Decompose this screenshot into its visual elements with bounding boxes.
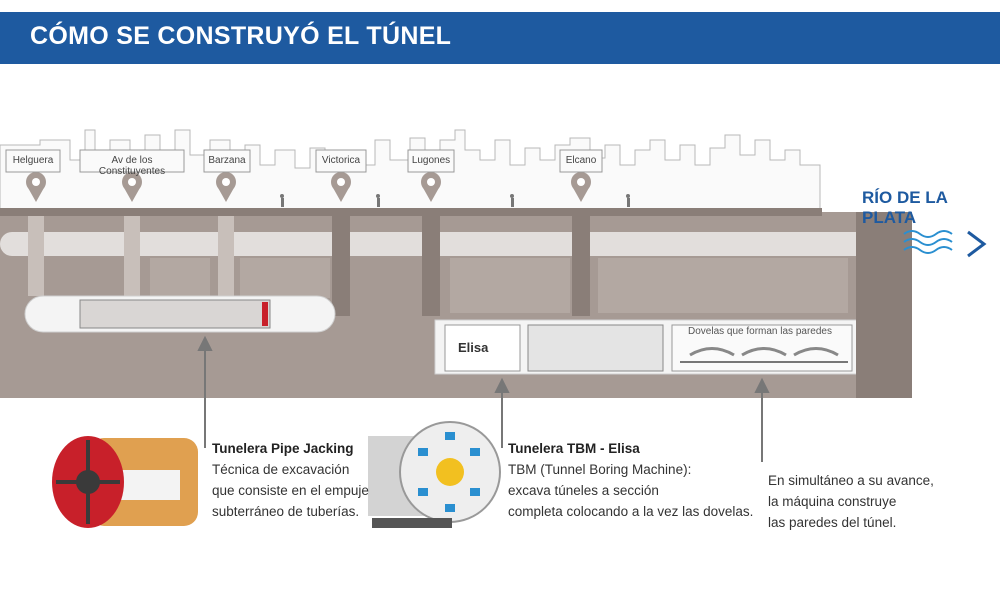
tbm-machine-illustration [368,421,501,528]
water-wave [903,238,953,246]
station-box [315,149,367,173]
station-box [79,149,185,173]
caption-title: Tunelera Pipe Jacking [212,441,354,456]
chamber-3 [450,258,570,313]
elisa-sign-text: Elisa [458,340,489,355]
dovelas-label: Dovelas que forman las paredes [688,326,832,337]
river-label: RÍO DE LA PLATA [862,188,948,227]
station-label-constituyentes: Av de los Constituyentes [98,155,166,177]
pin-icon [331,172,351,202]
surface-strip [0,208,822,216]
station-label-lugones: Lugones [411,155,451,166]
shaft-lugones [422,216,440,316]
station-label-victorica: Victorica [321,155,361,166]
station-label-helguera: Helguera [12,155,54,166]
caption-line: TBM (Tunnel Boring Machine): [508,462,692,477]
water-wave [903,246,953,254]
pipe-jacking-cutterhead [262,302,268,326]
station-label-elcano: Elcano [565,155,597,166]
station-box [559,149,603,173]
shaft-barzana [218,216,234,296]
pin-icon [216,172,236,202]
caption-title: Tunelera TBM - Elisa [508,441,640,456]
pipe-jacking-machine-illustration [52,436,198,528]
station-label-barzana: Barzana [208,155,246,166]
dovela-arc [741,347,787,357]
pedestrian-icon [280,194,284,207]
elisa-sign-box [444,324,521,372]
dovela-arc [793,347,839,357]
tbm-machine-body [527,324,664,372]
caption-line: excava túneles a sección [508,483,659,498]
caption-line: Técnica de excavación [212,462,350,477]
station-box [407,149,455,173]
pin-icon [26,172,46,202]
pipe-jacking-machine [79,299,271,329]
pin-icon [421,172,441,202]
river-arrow-icon [967,230,987,258]
caption-tbm: Tunelera TBM - Elisa TBM (Tunnel Boring … [508,438,753,522]
shaft-helguera [28,216,44,296]
river-end-wall [856,212,912,398]
shaft-victorica [332,216,350,316]
water-wave [903,230,953,238]
shaft-elcano [572,216,590,316]
station-box [203,149,251,173]
caption-line: que consiste en el empuje [212,483,369,498]
caption-line: la máquina construye [768,494,897,509]
caption-pipe-jacking: Tunelera Pipe Jacking Técnica de excavac… [212,438,369,522]
pedestrian-icon [626,194,630,207]
caption-line: En simultáneo a su avance, [768,473,934,488]
title-banner: CÓMO SE CONSTRUYÓ EL TÚNEL [0,12,1000,64]
pin-icon [571,172,591,202]
shaft-constituyentes [124,216,140,296]
chamber-1 [150,258,210,298]
pin-icon [122,172,142,202]
caption-line: subterráneo de tuberías. [212,504,360,519]
pointer-arrow-walls [754,377,770,462]
chamber-2 [240,258,330,298]
station-box [5,149,61,173]
caption-walls: En simultáneo a su avance, la máquina co… [768,470,934,533]
dovela-arc [689,347,735,357]
pointer-arrow-tbm [494,377,510,448]
chamber-4 [598,258,848,313]
caption-line: completa colocando a la vez las dovelas. [508,504,754,519]
pedestrian-icon [376,194,380,207]
pedestrian-icon [510,194,514,207]
caption-line: las paredes del túnel. [768,515,897,530]
page-title: CÓMO SE CONSTRUYÓ EL TÚNEL [30,22,452,50]
pointer-arrow-pipe-jacking [197,335,213,448]
